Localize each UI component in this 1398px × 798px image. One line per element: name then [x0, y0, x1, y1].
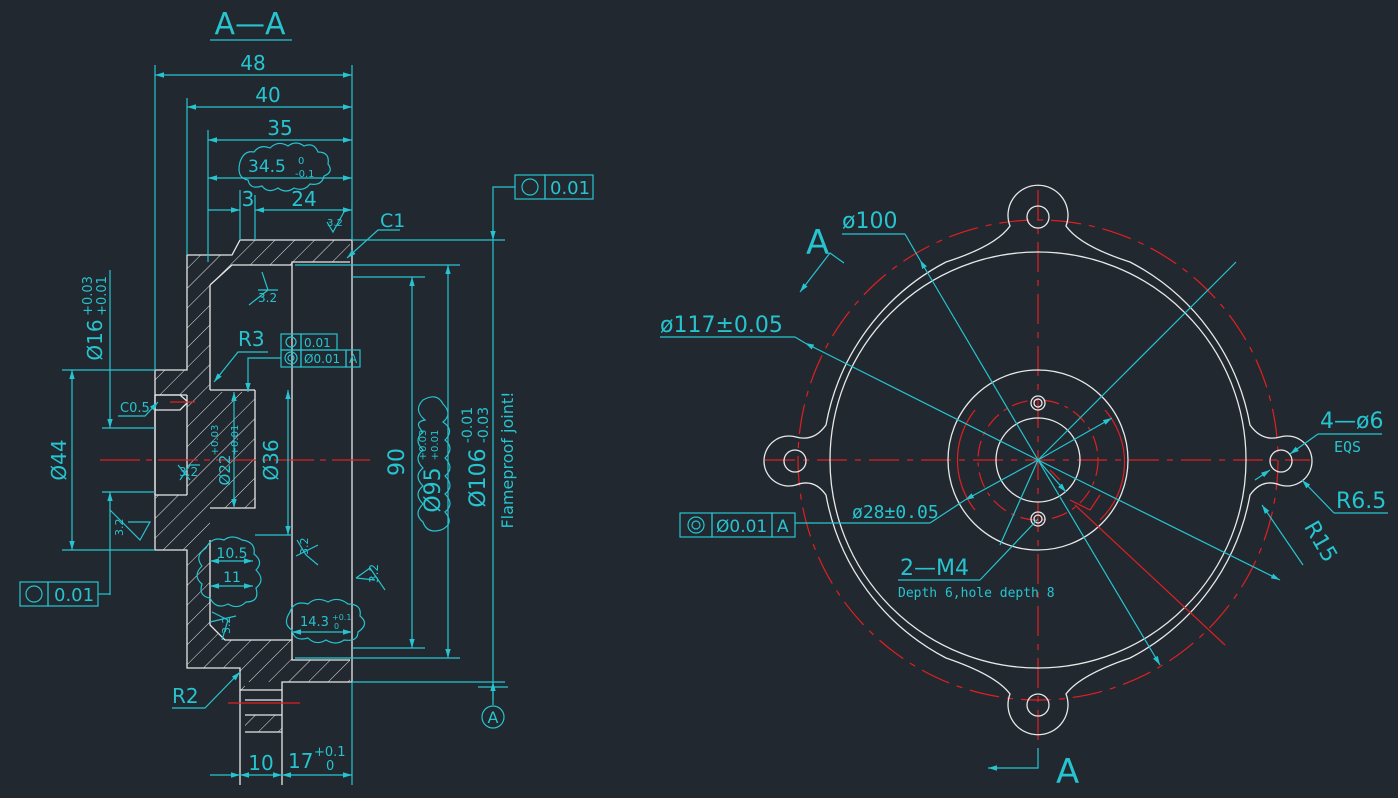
- dim-phi22-upper: +0.03: [210, 425, 221, 456]
- dimension-chain-bottom: 10 17 +0.1 0: [210, 682, 353, 785]
- gdt-frame-left: 0.01: [19, 581, 110, 607]
- dim-14-3-upper: +0.1: [332, 613, 351, 622]
- flameproof-note: Flameproof joint!: [498, 391, 517, 528]
- revision-cloud-34-5: [238, 142, 331, 192]
- gdt-frame-top: 0.01: [490, 174, 594, 240]
- dim-phi106-lower: -0.03: [476, 407, 492, 443]
- roughness-symbols: 3.2 3.2 3.2 3.2 3.2 3.2 3.2: [109, 209, 386, 641]
- dim-17-lower: 0: [326, 759, 334, 774]
- section-title: A—A: [214, 7, 286, 42]
- gdt-frame-plan: Ø0.01 A: [679, 512, 796, 538]
- dim-phi95-lower: +0.01: [430, 430, 441, 461]
- gdt-left-value: 0.01: [54, 585, 94, 606]
- roughness-top: 3.2: [327, 218, 343, 229]
- dim-24: 24: [291, 187, 316, 211]
- dim-phi22: Ø22: [216, 455, 234, 486]
- dim-phi16-upper: +0.03: [81, 276, 96, 316]
- dim-90: 90: [385, 448, 410, 476]
- radius-r2: R2: [172, 684, 199, 708]
- roughness-bottom: 3.2: [220, 617, 233, 635]
- radius-r3: R3: [238, 327, 265, 351]
- dim-14-3: 14.3: [300, 615, 329, 630]
- chamfer-c1: C1: [380, 210, 405, 232]
- gdt-top-value: 0.01: [550, 178, 590, 199]
- dim-14-3-lower: 0: [334, 622, 339, 631]
- dim-phi16: Ø16: [83, 319, 107, 360]
- dim-phi28: ø28±0.05: [852, 502, 939, 523]
- thread-m4-note: Depth 6,hole depth 8: [898, 586, 1055, 601]
- holes-4-phi6: 4—ø6: [1320, 409, 1383, 434]
- holes-eqs: EQS: [1334, 438, 1361, 456]
- gdt-mid-row2: Ø0.01: [304, 352, 340, 366]
- dim-11: 11: [223, 570, 241, 586]
- dim-35: 35: [267, 116, 292, 140]
- roughness-left: 3.2: [113, 519, 126, 537]
- dim-10-5: 10.5: [216, 546, 247, 562]
- dim-48: 48: [240, 51, 265, 75]
- section-outline: [154, 239, 353, 785]
- cut-label-bottom: A: [1056, 752, 1079, 792]
- roughness-inner: 3.2: [258, 291, 277, 305]
- dim-phi100: ø100: [842, 209, 897, 234]
- plan-view: A ø100 ø117±0.05 ø28±0.05 Ø0.01 A 2—M4 D…: [660, 184, 1388, 792]
- roughness-right: 3.2: [367, 564, 381, 583]
- mounting-holes: [783, 205, 1293, 717]
- dimension-chain-top: 48 40 35 34.5 0 -0.1 3 24: [154, 51, 353, 370]
- gdt-mid-datum: A: [349, 352, 358, 366]
- plan-leaders: [804, 259, 1281, 666]
- dim-17: 17: [288, 749, 313, 773]
- dim-34-5: 34.5: [248, 157, 286, 177]
- dim-phi117: ø117±0.05: [660, 313, 783, 338]
- dim-34-5-lower: -0.1: [295, 169, 315, 180]
- bore-dims: Ø22 +0.03 +0.01 Ø36: [210, 390, 292, 536]
- radius-r15: R15: [1298, 517, 1341, 567]
- gdt-mid-row1: 0.01: [304, 336, 331, 350]
- gdt-frame-middle: 0.01 Ø0.01 A: [245, 333, 361, 392]
- section-view: A—A: [19, 7, 594, 785]
- roughness-mid: 3.2: [298, 538, 311, 556]
- dim-phi106-upper: -0.01: [460, 407, 476, 443]
- gdt-plan-value: Ø0.01: [716, 517, 767, 537]
- dim-17-upper: +0.1: [314, 745, 346, 760]
- datum-a-label: A: [488, 708, 499, 727]
- revision-cloud-95: [417, 396, 451, 532]
- flange-outline: [763, 184, 1313, 736]
- dim-phi106: Ø106: [466, 448, 491, 507]
- vertical-dims-right: 90 Ø95 +0.03 +0.01 Ø106 -0.01 -0.03 Flam…: [295, 239, 517, 729]
- cloud-14-3: 14.3 +0.1 0: [285, 598, 366, 644]
- dim-34-5-upper: 0: [298, 156, 304, 167]
- dim-phi95-upper: +0.03: [418, 430, 429, 461]
- gdt-plan-datum: A: [777, 517, 789, 537]
- dim-phi95: Ø95: [421, 467, 446, 512]
- thread-m4: 2—M4: [900, 556, 969, 581]
- radius-r6-5: R6.5: [1336, 489, 1386, 514]
- dim-40: 40: [255, 83, 280, 107]
- dim-phi16-lower: +0.01: [95, 276, 110, 316]
- cut-label-top: A: [806, 223, 829, 263]
- dim-phi36: Ø36: [259, 439, 283, 480]
- dim-phi22-lower: +0.01: [230, 425, 241, 456]
- vertical-dims-left: Ø44 Ø16 +0.03 +0.01 C0.5 0.01: [19, 270, 159, 607]
- dim-10: 10: [248, 751, 273, 775]
- roughness-bore: 3.2: [179, 465, 198, 479]
- chamfer-c05: C0.5: [120, 401, 150, 416]
- dim-phi44: Ø44: [47, 439, 71, 480]
- cloud-10-5: 10.5 11: [196, 536, 262, 608]
- dim-3: 3: [242, 187, 255, 211]
